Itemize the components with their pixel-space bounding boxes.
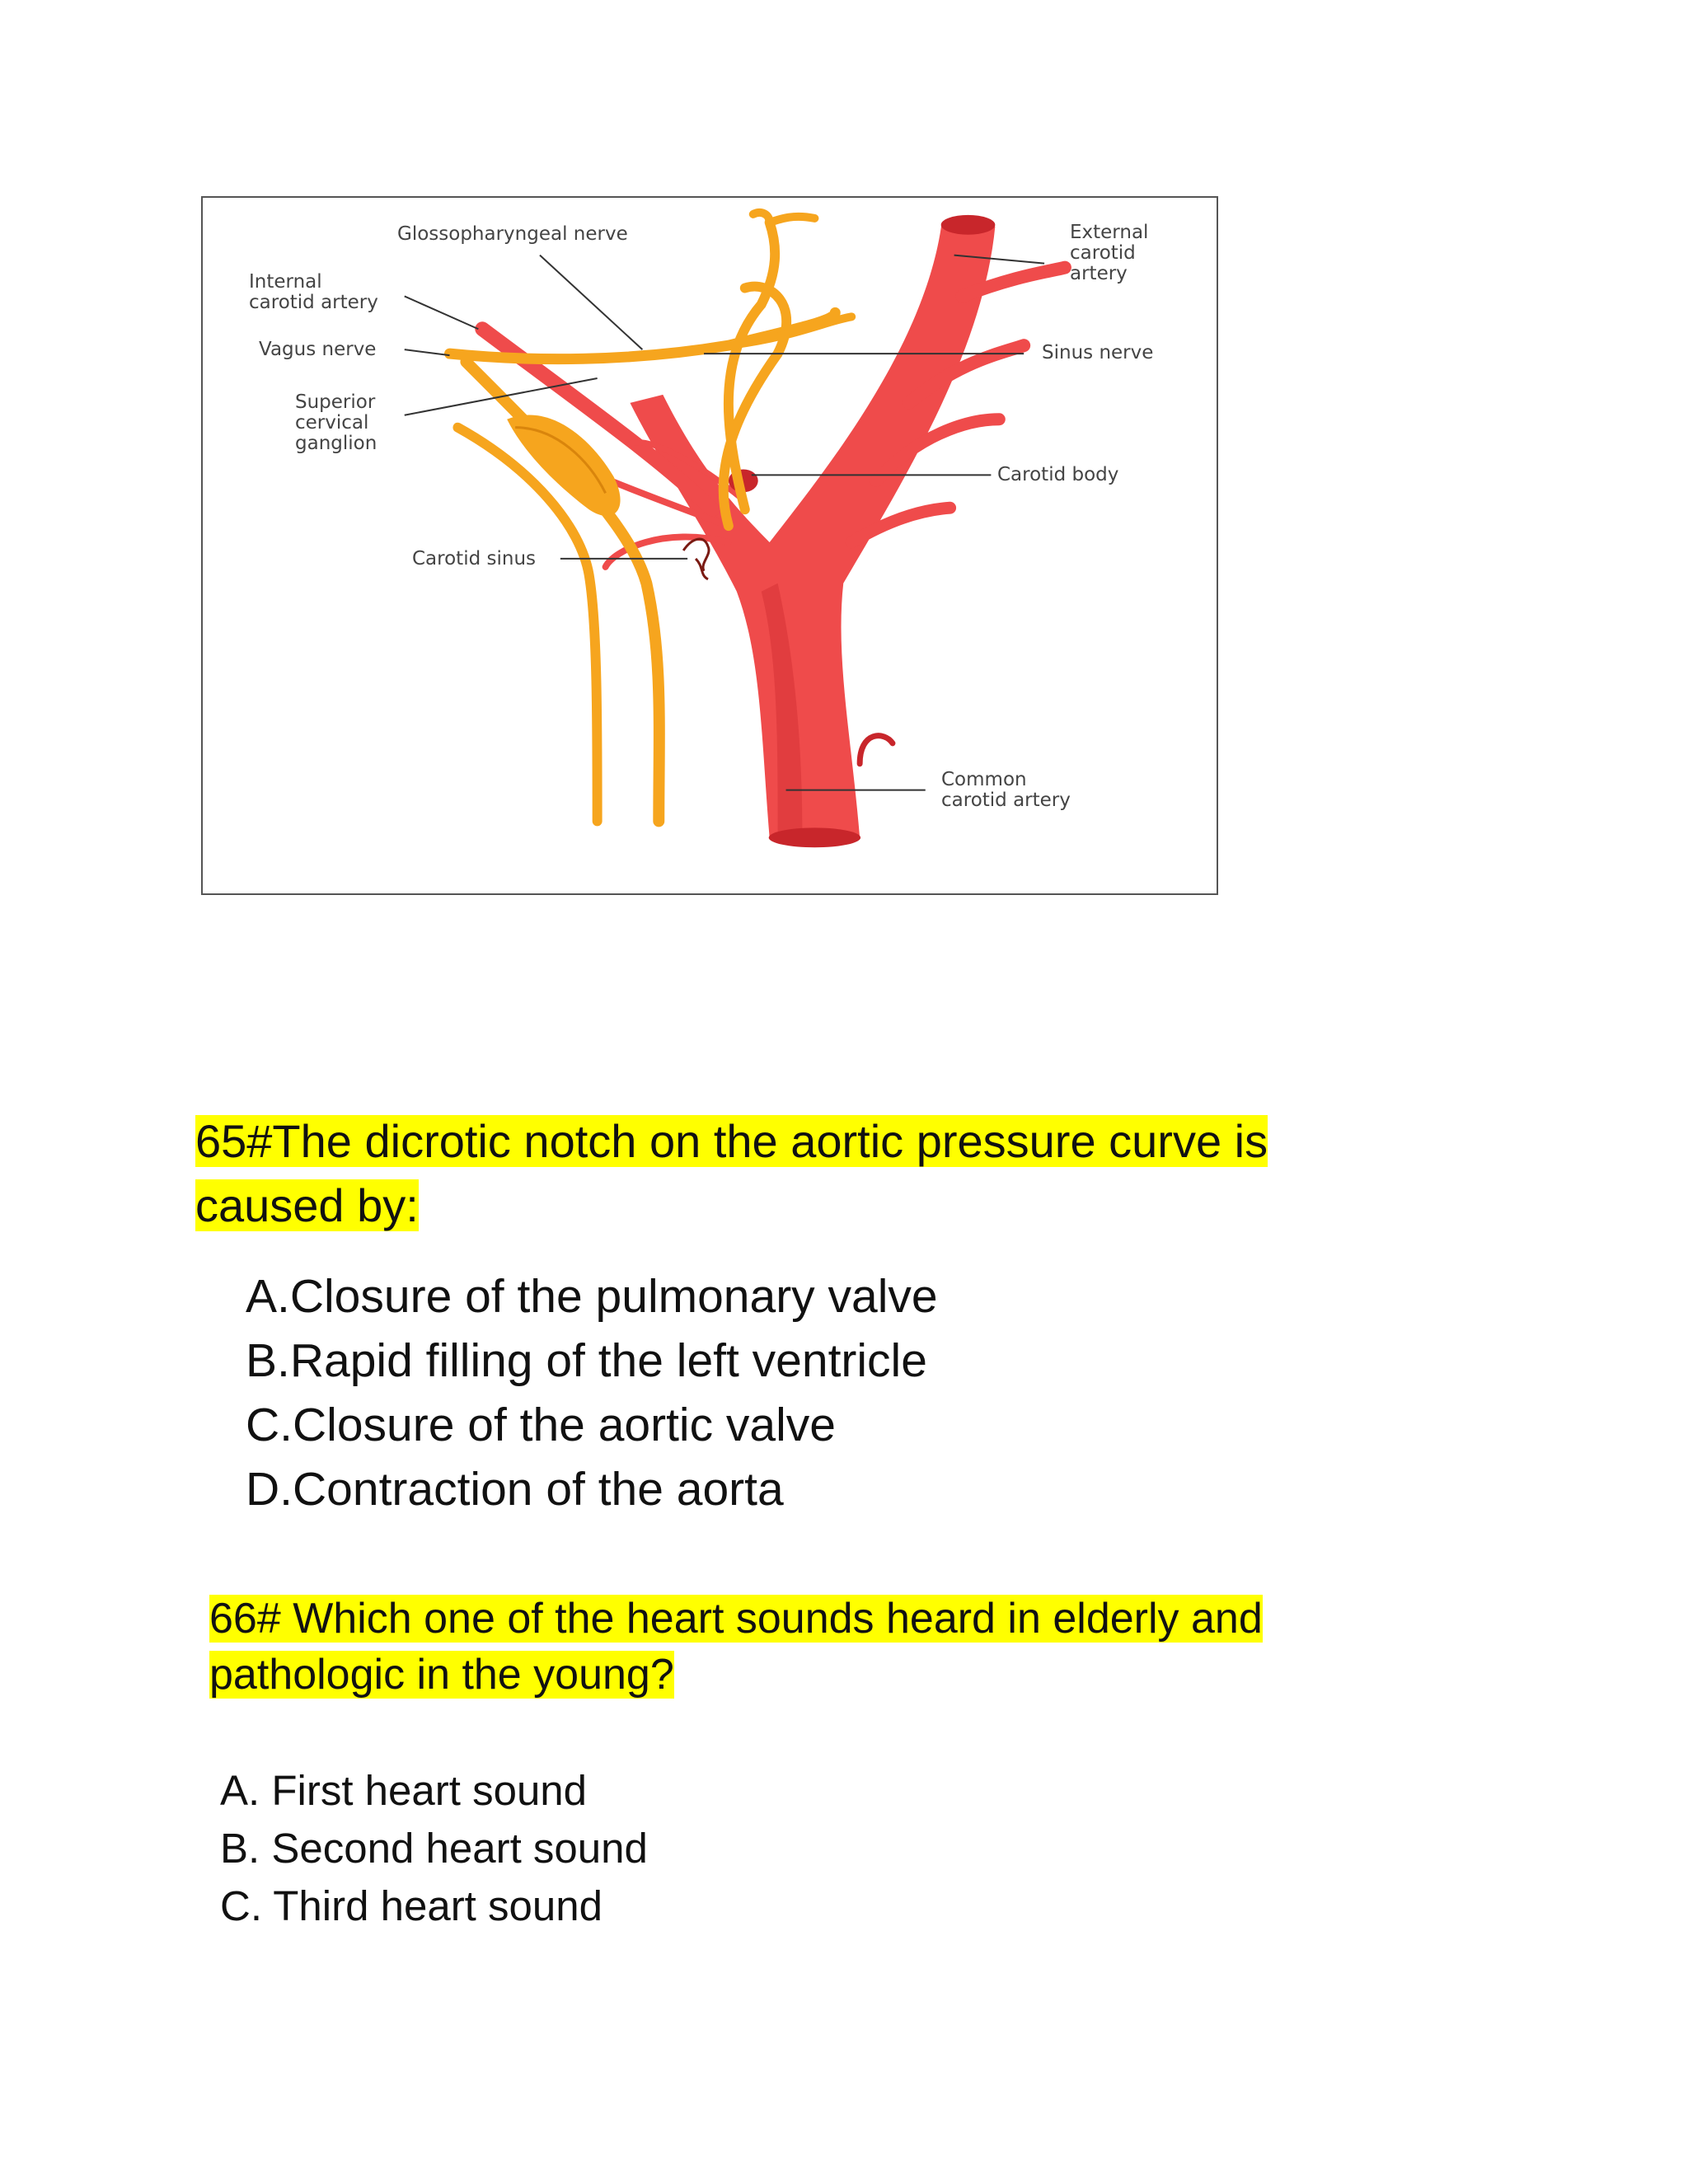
label-common-carotid-artery: Common carotid artery <box>941 769 1071 811</box>
question-65-option-a: A.Closure of the pulmonary valve <box>246 1270 938 1323</box>
carotid-anatomy-figure: Glossopharyngeal nerve Internal carotid … <box>201 196 1218 895</box>
label-superior-cervical-ganglion: Superior cervical ganglion <box>295 391 377 454</box>
label-external-carotid-artery: External carotid artery <box>1070 222 1149 284</box>
question-65-option-c: C.Closure of the aortic valve <box>246 1399 836 1451</box>
carotid-anatomy-illustration <box>404 209 1071 848</box>
label-vagus-nerve: Vagus nerve <box>259 339 377 360</box>
label-carotid-body: Carotid body <box>997 464 1119 485</box>
question-66-text-line-1: 66# Which one of the heart sounds heard … <box>209 1595 1263 1643</box>
question-65-text-line-2: caused by: <box>195 1179 419 1231</box>
label-carotid-sinus: Carotid sinus <box>412 548 537 569</box>
question-65-text-line-1: 65#The dicrotic notch on the aortic pres… <box>195 1115 1268 1167</box>
label-sinus-nerve: Sinus nerve <box>1042 342 1154 363</box>
question-66-option-b: B. Second heart sound <box>220 1825 648 1872</box>
question-65-option-d: D.Contraction of the aorta <box>246 1463 784 1516</box>
question-65-option-b: B.Rapid filling of the left ventricle <box>246 1334 927 1387</box>
label-glossopharyngeal-nerve: Glossopharyngeal nerve <box>397 223 628 245</box>
question-66-option-a: A. First heart sound <box>220 1767 588 1814</box>
label-internal-carotid-artery: Internal carotid artery <box>249 271 378 313</box>
question-66-option-c: C. Third heart sound <box>220 1882 603 1929</box>
question-66-text-line-2: pathologic in the young? <box>209 1651 674 1699</box>
